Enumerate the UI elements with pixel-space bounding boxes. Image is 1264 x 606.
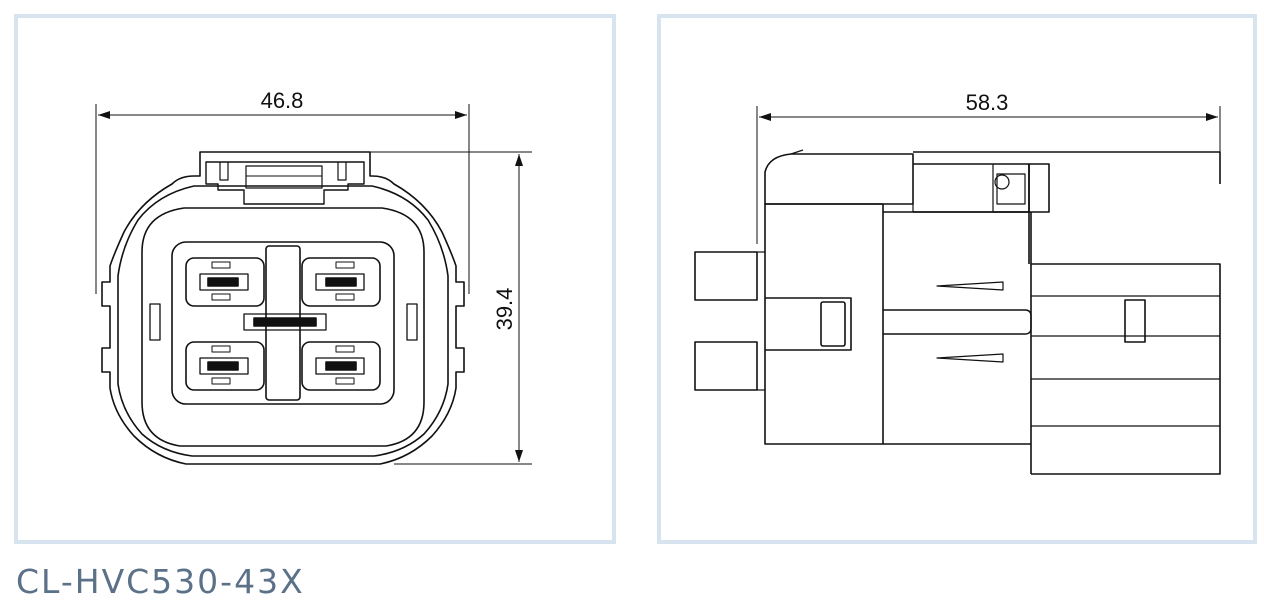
width-dimension: 46.8 — [95, 88, 470, 294]
terminal-cavity — [301, 257, 381, 307]
front-view-drawing: 46.8 39.4 — [95, 88, 532, 465]
terminal-cavity — [185, 341, 265, 391]
height-dimension-label: 39.4 — [492, 288, 517, 331]
terminal-cavity — [301, 341, 381, 391]
connector-side-body — [694, 149, 1221, 475]
part-number-label: CL-HVC530-43X — [16, 562, 305, 601]
height-dimension: 39.4 — [369, 151, 532, 465]
length-dimension-label: 58.3 — [966, 90, 1009, 115]
connector-housing — [101, 151, 465, 465]
front-view-panel: 46.8 39.4 — [14, 14, 616, 544]
width-dimension-label: 46.8 — [261, 88, 304, 113]
length-dimension: 58.3 — [756, 90, 1221, 244]
terminal-block — [149, 241, 418, 405]
side-view-drawing: 58.3 — [694, 90, 1221, 475]
side-view-panel: 58.3 — [657, 14, 1257, 544]
terminal-cavity — [185, 257, 265, 307]
